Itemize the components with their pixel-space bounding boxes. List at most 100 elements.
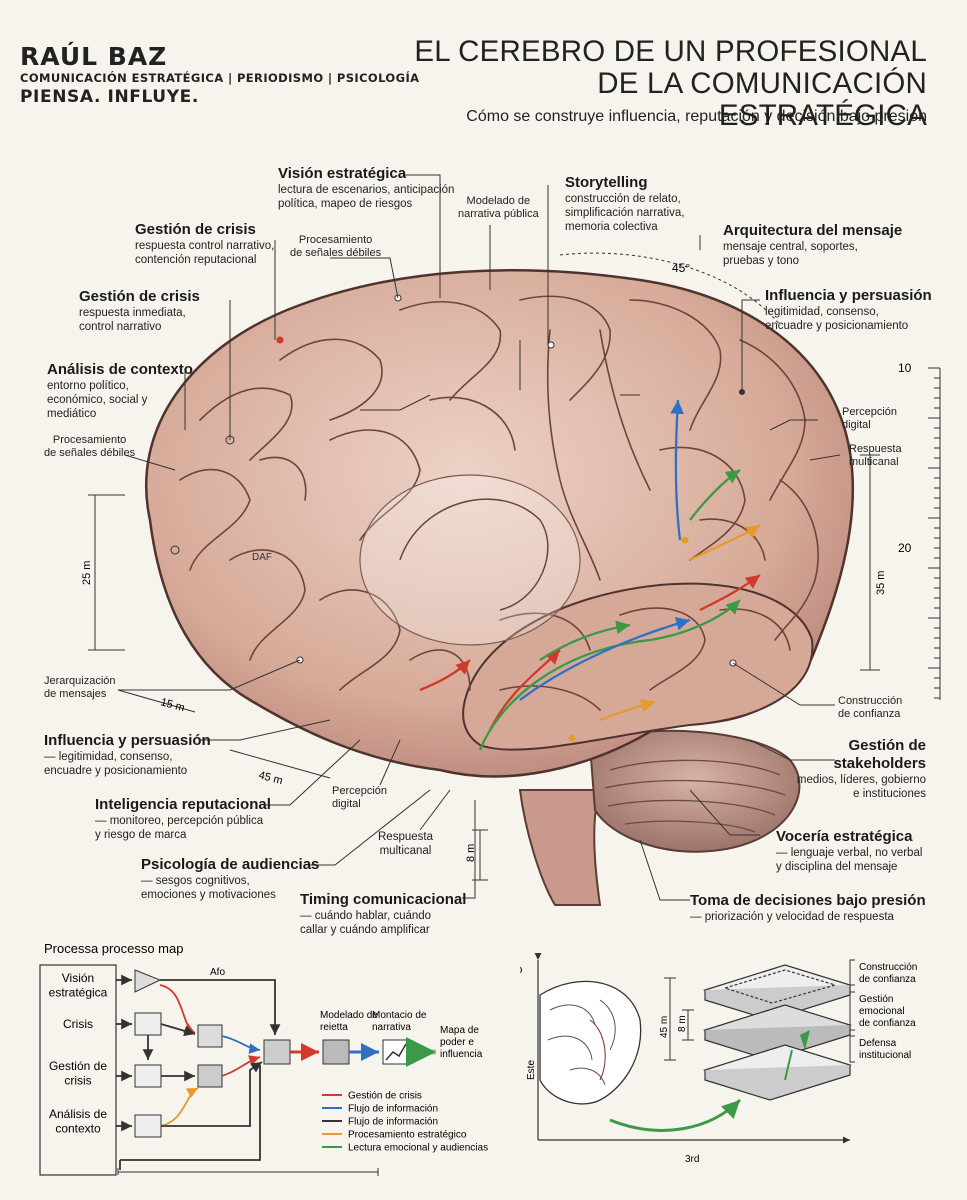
concept-brain-folds [547, 999, 616, 1086]
concept-dim-45m: 45 m [659, 1016, 670, 1038]
temporal-lobe [462, 582, 814, 751]
label-influencia-top-line2: encuadre y posicionamiento [765, 320, 909, 332]
process-node-hub [263, 1039, 291, 1065]
ruler-label-20: 20 [898, 541, 912, 555]
label-toma-line1: — priorización y velocidad de respuesta [690, 911, 894, 923]
label-vision-line2: política, mapeo de riesgos [278, 198, 413, 210]
ruler-label-10: 10 [898, 361, 912, 375]
label-respuesta-right-line1: Respuesta [849, 443, 902, 455]
leader-lines [118, 174, 841, 901]
concept-mini-brain [539, 980, 642, 1105]
title-line-2: DE LA COMUNICACIÓN ESTRATÉGICA [597, 67, 927, 132]
concept-layers [702, 964, 853, 1101]
label-psicologia-title: Psicología de audiencias [141, 856, 320, 873]
label-inteligencia-line1: — monitoreo, percepción pública [95, 815, 264, 827]
label-psicologia-line1: — sesgos cognitivos, [141, 875, 250, 887]
label-storytelling-line3: memoria colectiva [565, 221, 658, 233]
label-percepcion-right: Percepción digital [842, 406, 897, 432]
concept-dimension [664, 977, 694, 1061]
label-storytelling: Storytelling construcción de relato, sim… [565, 174, 685, 234]
label-crisis-1-title: Gestión de crisis [135, 221, 256, 238]
label-vision-line1: lectura de escenarios, anticipación [278, 184, 455, 196]
label-respuesta-mid-line1: Respuesta [378, 831, 433, 843]
label-arquitectura: Arquitectura del mensaje mensaje central… [723, 222, 902, 268]
concept-title: Conceptudia funcionzay quartifara quanti… [520, 951, 522, 976]
concept-layer3-line1: Defensa [859, 1038, 897, 1049]
label-crisis-2-line2: control narrativo [79, 321, 162, 333]
concept-layer2-line3: de confianza [859, 1018, 916, 1029]
label-voceria-line1: — lenguaje verbal, no verbal [776, 847, 923, 859]
label-voceria-title: Vocería estratégica [776, 828, 913, 845]
process-node-gear [197, 1024, 223, 1048]
cerebellum-folds [604, 759, 786, 833]
label-construccion-right-line2: de confianza [838, 708, 901, 720]
label-crisis-2-line1: respuesta inmediata, [79, 307, 186, 319]
page-subtitle: Cómo se construye influencia, reputación… [466, 108, 927, 125]
brand-tagline: COMUNICACIÓN ESTRATÉGICA | PERIODISMO | … [20, 71, 420, 85]
label-influencia-top-line1: legitimidad, consenso, [765, 306, 879, 318]
brain-inscription: DAF [252, 552, 272, 563]
label-percepcion-right-line1: Percepción [842, 406, 898, 418]
limbic-area [359, 474, 581, 646]
label-analisis-title: Análisis de contexto [47, 361, 193, 378]
label-storytelling-line2: simplificación narrativa, [565, 207, 685, 219]
label-respuesta-right: Respuesta multicanal [849, 443, 902, 469]
label-percepcion-mid-line2: digital [332, 798, 361, 810]
label-procesamiento-top-line2: de señales débiles [290, 247, 382, 259]
label-influencia-left-line2: encuadre y posicionamiento [44, 765, 188, 777]
label-crisis-1: Gestión de crisis respuesta control narr… [135, 221, 274, 267]
process-node-trend [134, 1064, 162, 1088]
title-line-1: EL CEREBRO DE UN PROFESIONAL [414, 35, 927, 68]
label-toma: Toma de decisiones bajo presión — priori… [690, 892, 926, 924]
dim-35m: 35 m [875, 571, 887, 595]
label-procesamiento-left-line2: de señales débiles [44, 447, 136, 459]
label-respuesta-right-line2: multicanal [849, 456, 899, 468]
label-toma-title: Toma de decisiones bajo presión [690, 892, 926, 909]
process-input-crisis: Crisis [63, 1017, 93, 1031]
label-arquitectura-line1: mensaje central, soportes, [723, 241, 858, 253]
process-afo-label: Afo [210, 967, 225, 978]
label-voceria-line2: y disciplina del mensaje [776, 861, 898, 873]
angle-label: 45° [672, 261, 690, 275]
label-vision-title: Visión estratégica [278, 165, 407, 182]
label-crisis-2-title: Gestión de crisis [79, 288, 200, 305]
label-percepcion-mid-line1: Percepción [332, 785, 388, 797]
concept-dim-8m: 8 m [677, 1015, 688, 1032]
label-procesamiento-top-line1: Procesamiento [298, 234, 373, 246]
label-analisis-line1: entorno político, [47, 380, 129, 392]
label-procesamiento-left-line1: Procesamiento [52, 434, 127, 446]
label-respuesta-mid-line2: multicanal [379, 845, 432, 857]
concept-diagram: Conceptudia funcionzay quartifara quanti… [520, 951, 917, 1165]
label-timing: Timing comunicacional — cuándo hablar, c… [300, 891, 466, 937]
brain-stem [518, 789, 602, 906]
process-map-title: Processa processo map [44, 941, 183, 956]
legend-label: Lectura emocional y audiencias [348, 1143, 488, 1154]
neural-pathways [419, 399, 761, 751]
process-node-modelado [322, 1039, 350, 1065]
label-construccion-right: Construcción de confianza [838, 695, 902, 721]
label-inteligencia: Inteligencia reputacional — monitoreo, p… [95, 796, 271, 842]
legend-label: Procesamiento estratégico [348, 1130, 467, 1141]
page-title: EL CEREBRO DE UN PROFESIONAL DE LA COMUN… [407, 36, 927, 132]
label-storytelling-title: Storytelling [565, 174, 648, 191]
label-stakeholders: Gestión de stakeholders medios, líderes,… [766, 737, 926, 801]
label-stakeholders-title2: stakeholders [833, 755, 926, 772]
legend-label: Gestión de crisis [348, 1091, 422, 1102]
label-construccion-right-line1: Construcción [838, 695, 903, 707]
label-jerarquizacion-line1: Jerarquización [44, 675, 116, 687]
concept-axis-y: Este [526, 1060, 537, 1080]
label-influencia-left-line1: — legitimidad, consenso, [44, 751, 173, 763]
label-crisis-2: Gestión de crisis respuesta inmediata, c… [79, 288, 200, 334]
concept-axis-x: 3rd [685, 1154, 699, 1165]
process-node-grid [197, 1064, 223, 1088]
process-node-triangle [134, 969, 162, 993]
legend-label: Flujo de información [348, 1104, 438, 1115]
